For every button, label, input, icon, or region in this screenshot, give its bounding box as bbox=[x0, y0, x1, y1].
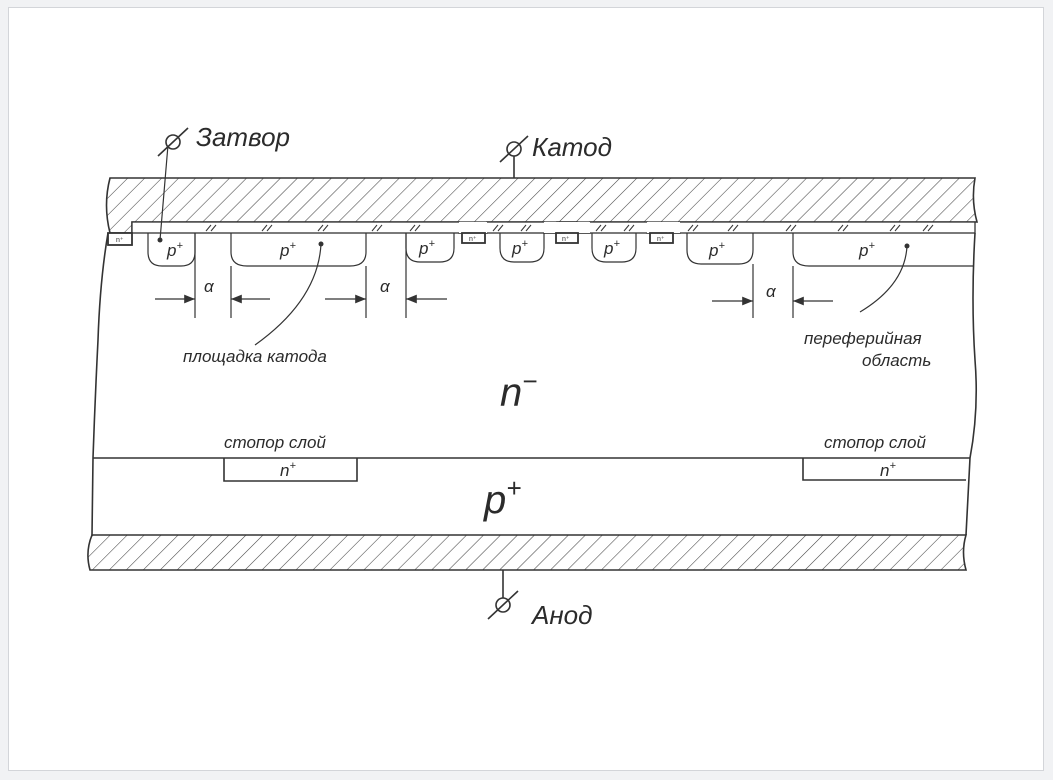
stop-layer-label-left: стопор слой bbox=[224, 433, 326, 452]
silicon-body-outline bbox=[91, 232, 978, 536]
n-plus-label-4: n⁺ bbox=[657, 236, 665, 243]
n-plus-stop-label-left: n+ bbox=[280, 460, 296, 480]
cathode-pad-label: площадка катода bbox=[183, 347, 327, 366]
dimension-alpha-3: α bbox=[766, 282, 777, 301]
leader-lines bbox=[157, 144, 910, 346]
cathode-terminal-label: Катод bbox=[532, 132, 612, 162]
dimension-alpha-2: α bbox=[380, 277, 391, 296]
p-plus-well-label-5: p+ bbox=[603, 238, 620, 258]
n-plus-contacts: n⁺ n⁺ n⁺ n⁺ bbox=[107, 232, 674, 246]
stop-layer-label-right: стопор слой bbox=[824, 433, 926, 452]
p-plus-well-label-6: p+ bbox=[708, 240, 725, 260]
p-plus-well-label-3: p+ bbox=[418, 238, 435, 258]
oxide-strip bbox=[131, 221, 976, 234]
p-plus-well-label-2: p+ bbox=[279, 240, 296, 260]
dimension-alpha-1: α bbox=[204, 277, 215, 296]
peripheral-region-label-2: область bbox=[862, 351, 931, 370]
dimension-markers: α α α bbox=[155, 233, 833, 318]
p-plus-wells bbox=[147, 233, 974, 267]
cathode-terminal: Катод bbox=[499, 132, 612, 178]
n-plus-label-1: n⁺ bbox=[116, 237, 124, 244]
gate-terminal-label: Затвор bbox=[196, 122, 290, 152]
n-plus-label-2: n⁺ bbox=[469, 236, 477, 243]
stop-layers: стопор слой стопор слой n+ n+ bbox=[223, 433, 966, 482]
peripheral-region-label-1: переферийная bbox=[804, 329, 922, 348]
p-plus-well-labels: p+ p+ p+ p+ p+ p+ p+ bbox=[166, 238, 875, 260]
n-minus-region-label: n− bbox=[500, 366, 537, 415]
p-plus-substrate-label: p+ bbox=[483, 473, 521, 522]
gate-terminal: Затвор bbox=[157, 122, 290, 157]
p-plus-well-label-4: p+ bbox=[511, 238, 528, 258]
n-plus-stop-label-right: n+ bbox=[880, 460, 896, 480]
n-plus-label-3: n⁺ bbox=[562, 236, 570, 243]
anode-terminal-label: Анод bbox=[530, 600, 592, 630]
p-plus-well-label-7: p+ bbox=[858, 240, 875, 260]
anode-terminal: Анод bbox=[487, 570, 592, 630]
p-plus-well-label-1: p+ bbox=[166, 240, 183, 260]
anode-metal-layer bbox=[87, 534, 968, 571]
